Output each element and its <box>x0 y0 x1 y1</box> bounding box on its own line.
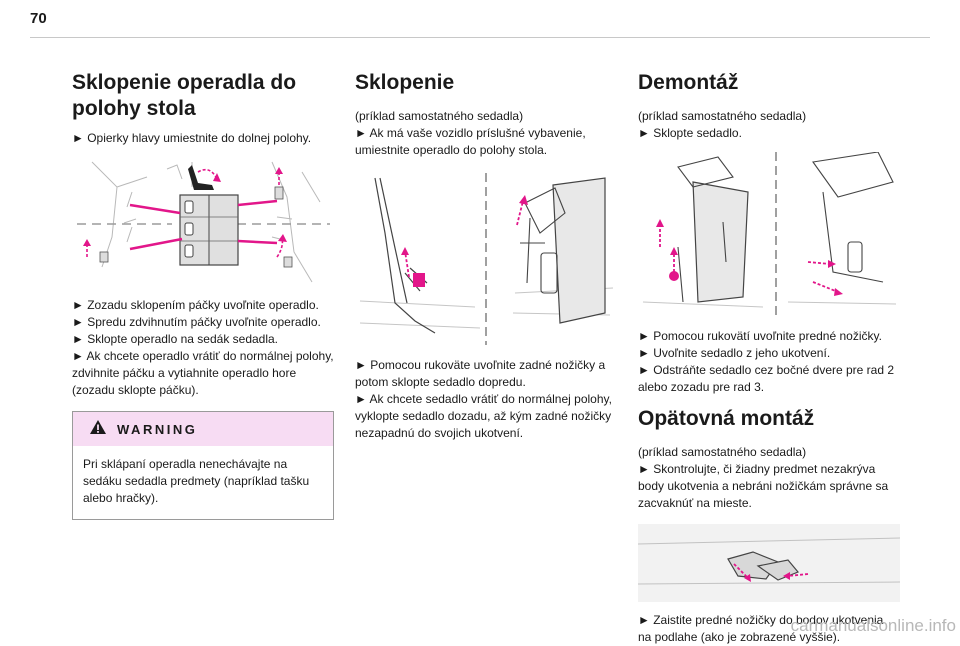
seat-folding-diagram <box>72 157 334 285</box>
section-table-position: Sklopenie operadla do polohy stola ► Opi… <box>72 70 334 520</box>
intro-fold-seat: ► Sklopte sedadlo. <box>638 126 742 140</box>
seat-removal-diagram <box>638 152 900 318</box>
step-1: ► Pomocou rukovätí uvoľnite predné nožič… <box>638 329 882 343</box>
step-1: ► Zozadu sklopením páčky uvoľnite operad… <box>72 298 319 312</box>
section-title: Sklopenie operadla do polohy stola <box>72 70 334 122</box>
step-1: ► Pomocou rukoväte uvoľnite zadné nožičk… <box>355 358 606 389</box>
step-2: ► Ak chcete sedadlo vrátiť do normálnej … <box>355 392 612 440</box>
instruction-headrests: ► Opierky hlavy umiestnite do dolnej pol… <box>72 131 312 145</box>
warning-icon <box>89 419 107 440</box>
title-line-1: Sklopenie operadla do <box>72 71 297 94</box>
section-folding: Sklopenie (príklad samostatného sedadla)… <box>355 70 617 442</box>
intro-example: (príklad samostatného sedadla) <box>638 109 807 123</box>
header-divider <box>30 37 930 38</box>
step-3: ► Odstráňte sedadlo cez bočné dvere pre … <box>638 363 895 394</box>
warning-box: WARNING Pri sklápaní operadla nenechávaj… <box>72 411 334 520</box>
anchor-latching-diagram <box>638 524 900 602</box>
section-title: Demontáž <box>638 71 739 94</box>
section-title-refit: Opätovná montáž <box>638 407 815 430</box>
intro-table-position: ► Ak má vaše vozidlo príslušné vybavenie… <box>355 126 586 157</box>
watermark: carmanualsonline.info <box>790 616 956 635</box>
intro-example: (príklad samostatného sedadla) <box>355 109 524 123</box>
warning-text: Pri sklápaní operadla nenechávajte na se… <box>83 457 310 505</box>
seat-tipping-diagram <box>355 173 617 345</box>
step-3: ► Sklopte operadlo na sedák sedadla. <box>72 332 279 346</box>
page-number: 70 <box>30 10 47 27</box>
section-removal: Demontáž (príklad samostatného sedadla) … <box>638 70 900 646</box>
refit-intro-check: ► Skontrolujte, či žiadny predmet nezakr… <box>638 462 889 510</box>
step-2: ► Spredu zdvihnutím páčky uvoľnite opera… <box>72 315 321 329</box>
refit-intro-example: (príklad samostatného sedadla) <box>638 445 807 459</box>
warning-header: WARNING <box>73 412 333 446</box>
warning-title: WARNING <box>117 421 198 437</box>
step-2: ► Uvoľnite sedadlo z jeho ukotvení. <box>638 346 831 360</box>
step-4: ► Ak chcete operadlo vrátiť do normálnej… <box>72 349 334 397</box>
title-line-2: polohy stola <box>72 97 196 120</box>
section-title: Sklopenie <box>355 71 455 94</box>
